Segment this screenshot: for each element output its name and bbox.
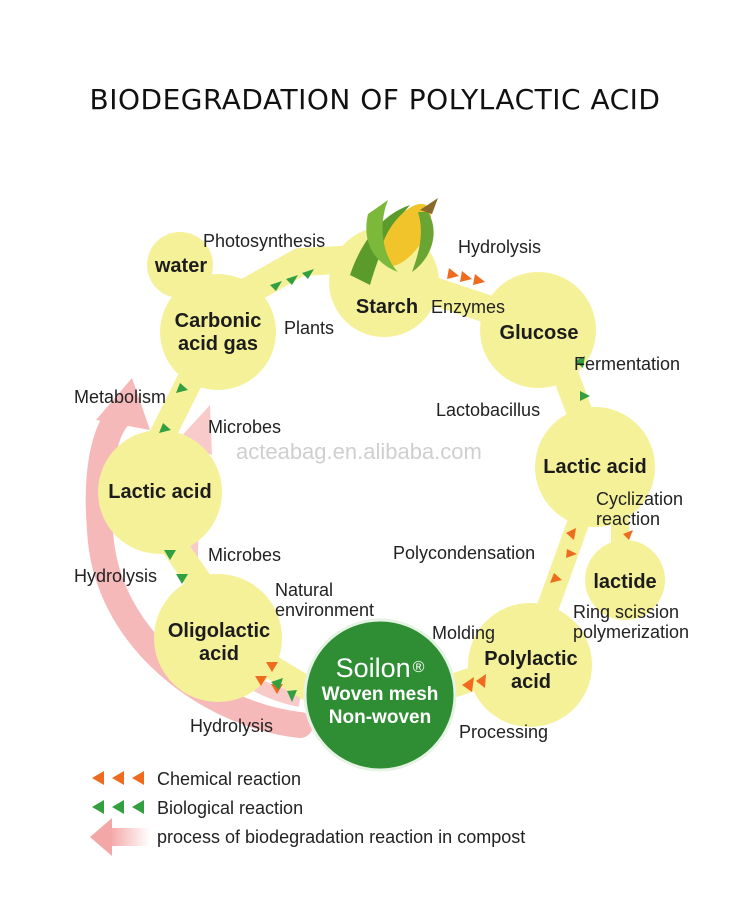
lactic-acid-right-label: Lactic acid bbox=[543, 456, 647, 478]
plants-label: Plants bbox=[284, 318, 335, 338]
hydrolysis-bottom-label: Hydrolysis bbox=[190, 716, 274, 736]
hydrolysis-left-label: Hydrolysis bbox=[74, 566, 158, 586]
fermentation-label: Fermentation bbox=[574, 354, 681, 374]
page-title: BIODEGRADATION OF POLYLACTIC ACID bbox=[89, 83, 661, 116]
polylactic-acid-node bbox=[468, 603, 592, 727]
soilon-label: Soilon® Woven mesh Non-woven bbox=[305, 653, 455, 729]
photosynthesis-label: Photosynthesis bbox=[203, 231, 326, 251]
starch-label: Starch bbox=[355, 296, 419, 318]
lactobacillus-label: Lactobacillus bbox=[436, 400, 541, 420]
lactide-node bbox=[585, 540, 665, 620]
ring-scission-polymerization-label: Ring scission polymerization bbox=[573, 602, 690, 642]
soilon-woven-mesh: Woven mesh bbox=[321, 684, 439, 705]
glucose-node bbox=[480, 272, 596, 388]
carbonic-acid-gas-label: Carbonic acid gas bbox=[174, 310, 262, 355]
soilon-non-woven: Non-woven bbox=[328, 707, 432, 728]
legend-chemical-marker bbox=[92, 771, 144, 785]
lactic-acid-left-node bbox=[98, 430, 222, 554]
cyclization-reaction-label: Cyclization reaction bbox=[596, 489, 684, 529]
carbonic-acid-gas-node bbox=[160, 274, 276, 390]
corn-icon bbox=[350, 198, 438, 285]
polylactic-acid-label: Polylactic acid bbox=[484, 648, 578, 693]
legend-biological-marker bbox=[92, 800, 144, 814]
enzymes-label: Enzymes bbox=[431, 297, 506, 317]
lactide-label: lactide bbox=[593, 571, 657, 593]
hydrolysis-top-label: Hydrolysis bbox=[458, 237, 542, 257]
polycondensation-label: Polycondensation bbox=[393, 543, 536, 563]
oligolactic-acid-node bbox=[154, 574, 282, 702]
biological-arrows bbox=[159, 269, 590, 702]
watermark: acteabag.en.alibaba.com bbox=[236, 439, 482, 464]
molding-label: Molding bbox=[432, 623, 496, 643]
processing-label: Processing bbox=[459, 722, 549, 742]
legend-biological-label: Biological reaction bbox=[157, 798, 304, 818]
glucose-label: Glucose bbox=[499, 322, 579, 344]
natural-environment-label: Natural environment bbox=[275, 580, 375, 620]
lactic-acid-right-node bbox=[535, 407, 655, 527]
legend-chemical-label: Chemical reaction bbox=[157, 769, 302, 789]
legend-compost-label: process of biodegradation reaction in co… bbox=[157, 827, 526, 847]
microbes-upper-label: Microbes bbox=[208, 417, 282, 437]
oligolactic-acid-label: Oligolactic acid bbox=[167, 620, 271, 665]
lactic-acid-left-label: Lactic acid bbox=[108, 481, 212, 503]
metabolism-label: Metabolism bbox=[74, 387, 167, 407]
soilon-brand: Soilon® bbox=[335, 653, 425, 683]
water-label: water bbox=[154, 255, 208, 277]
registered-mark: ® bbox=[412, 659, 425, 676]
legend-compost-marker bbox=[90, 818, 150, 856]
microbes-lower-label: Microbes bbox=[208, 545, 282, 565]
soilon-node bbox=[303, 618, 457, 772]
